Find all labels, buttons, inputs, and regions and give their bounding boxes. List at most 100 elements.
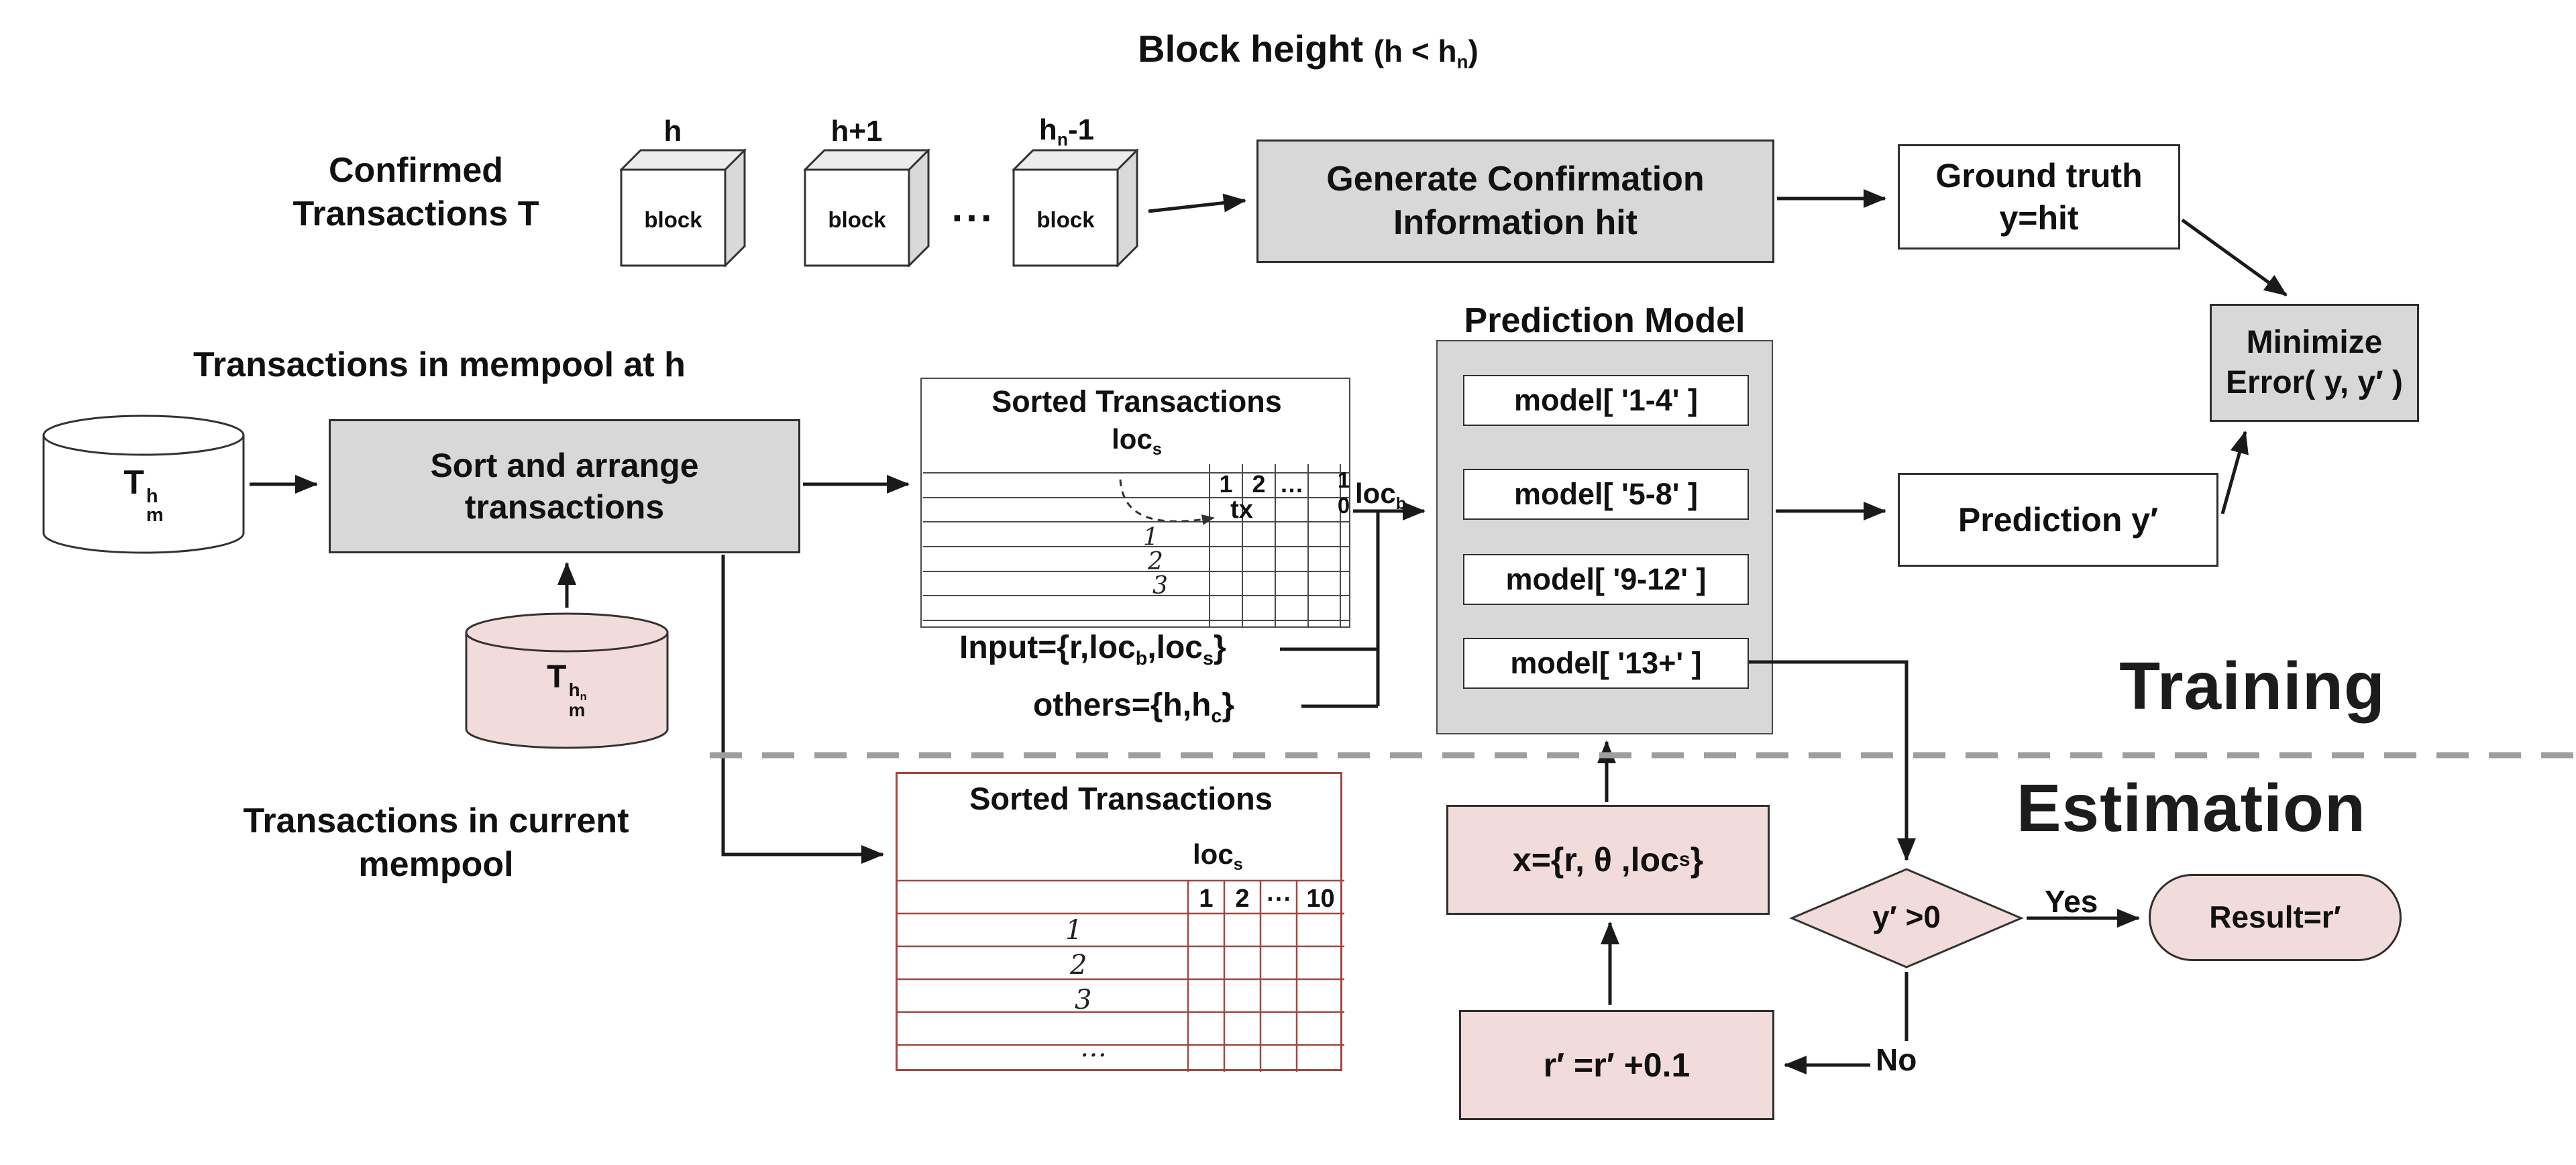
cube3-label-post: -1 bbox=[1067, 113, 1095, 146]
confirmed-transactions-label: Confirmed Transactions T bbox=[255, 149, 577, 236]
current-mempool-label: Transactions in current mempool bbox=[161, 799, 711, 887]
tx-dashed-arrow bbox=[1119, 479, 1215, 525]
cylw-base: T bbox=[123, 463, 144, 501]
cylw-sub: m bbox=[146, 504, 164, 526]
locs-base: loc bbox=[1193, 838, 1234, 870]
table-top-col-10-top: 1 bbox=[1337, 467, 1350, 492]
prediction-y-box: Prediction y′ bbox=[1898, 473, 2218, 567]
sort-arrange-box: Sort and arrange transactions bbox=[329, 419, 800, 553]
cylinder-body bbox=[465, 632, 669, 749]
cylinder-top bbox=[465, 612, 669, 653]
current-mempool-line2: mempool bbox=[358, 845, 514, 884]
blocks-ellipsis: ... bbox=[951, 185, 996, 230]
block-cube-3 bbox=[1012, 149, 1138, 267]
input-sub2: s bbox=[1203, 648, 1214, 670]
block-cube-2 bbox=[804, 149, 930, 267]
training-section-label: Training bbox=[2119, 649, 2385, 724]
table-top-tx-label: tx bbox=[1230, 496, 1253, 524]
xbox-p2: } bbox=[1690, 840, 1704, 879]
r-increment-box: r′ =r′ +0.1 bbox=[1459, 1010, 1774, 1120]
confirmed-line2: Transactions T bbox=[292, 195, 539, 233]
title-main: Block height bbox=[1138, 27, 1374, 70]
model-row-2: model[ '5-8' ] bbox=[1463, 469, 1749, 520]
table-bottom-title: Sorted Transactions bbox=[969, 781, 1273, 816]
block-cube-1 bbox=[620, 149, 746, 267]
input-sub1: b bbox=[1135, 648, 1148, 670]
table-bottom-row-1: 1 bbox=[1065, 915, 1083, 946]
cube-side bbox=[1116, 149, 1138, 267]
locs-base: loc bbox=[1112, 423, 1152, 455]
ground-truth-box: Ground truth y=hit bbox=[1898, 144, 2180, 249]
yes-label: Yes bbox=[2045, 884, 2098, 919]
table-bottom-col-1: 1 bbox=[1199, 885, 1214, 913]
table-top-title: Sorted Transactions bbox=[991, 384, 1282, 419]
sort-line2: transactions bbox=[464, 488, 665, 526]
xbox-sub: s bbox=[1678, 848, 1690, 871]
table-grid bbox=[898, 879, 1344, 1072]
cube-side bbox=[908, 149, 930, 267]
input-p3: } bbox=[1214, 630, 1226, 665]
cube3-label-sub: n bbox=[1057, 129, 1068, 150]
table-top-row-3: 3 bbox=[1152, 572, 1168, 600]
sorted-transactions-table-top: Sorted Transactions locs 1 2 … 1 0 1 2 3… bbox=[920, 378, 1350, 628]
white-cylinder bbox=[42, 414, 245, 554]
cylp-sub: m bbox=[568, 700, 586, 721]
table-top-locs-label: locs bbox=[922, 422, 1352, 460]
cube2-height-label: h+1 bbox=[830, 115, 883, 148]
table-bottom-locs-label: locs bbox=[1193, 837, 1243, 875]
cylw-sup: h bbox=[146, 486, 158, 508]
diamond-label: y′ >0 bbox=[1872, 899, 1941, 934]
cube-front bbox=[620, 168, 727, 267]
cylp-sup-h: h bbox=[568, 679, 580, 700]
cube-top bbox=[804, 149, 930, 171]
model-row-1: model[ '1-4' ] bbox=[1463, 375, 1749, 426]
model-row-4: model[ '13+' ] bbox=[1463, 638, 1749, 689]
table-top-col-2: 2 bbox=[1252, 470, 1266, 498]
prediction-model-box: model[ '1-4' ] model[ '5-8' ] model[ '9-… bbox=[1436, 340, 1773, 734]
sort-line1: Sort and arrange bbox=[430, 446, 699, 484]
cube3-label-pre: h bbox=[1038, 113, 1057, 146]
sorted-transactions-table-bottom: Sorted Transactions locs 1 2 ⋯ 10 1 2 3 … bbox=[896, 772, 1344, 1072]
pink-cylinder bbox=[465, 612, 669, 749]
ground-truth-line2: y=hit bbox=[1999, 199, 2079, 237]
cylp-base: T bbox=[547, 659, 567, 695]
table-top-row-1: 1 bbox=[1143, 524, 1159, 551]
model-row-3: model[ '9-12' ] bbox=[1463, 554, 1749, 605]
locs-sub: s bbox=[1233, 854, 1243, 874]
cube-top bbox=[1012, 149, 1138, 171]
cube-front bbox=[1012, 168, 1119, 267]
cube-top bbox=[620, 149, 746, 171]
locb-sub: b bbox=[1395, 494, 1407, 513]
table-bottom-col-dots: ⋯ bbox=[1266, 885, 1291, 913]
cylinder-body bbox=[42, 435, 245, 554]
minimize-line1: Minimize bbox=[2246, 325, 2383, 360]
table-bottom-col-2: 2 bbox=[1235, 885, 1250, 913]
arrow-sort-to-bottomtable bbox=[721, 555, 884, 864]
mempool-at-h-label: Transactions in mempool at h bbox=[193, 345, 686, 384]
others-label: others={h,hc} bbox=[1033, 685, 1234, 729]
title-paren-sub: n bbox=[1456, 51, 1468, 72]
generate-line2: Information hit bbox=[1393, 203, 1638, 242]
table-top-col-10-bottom: 0 bbox=[1337, 493, 1350, 518]
page-title: Block height (h < hn) bbox=[939, 25, 1677, 74]
input-p2: ,loc bbox=[1147, 630, 1203, 665]
cube-side bbox=[724, 149, 746, 267]
generate-confirmation-box: Generate Confirmation Information hit bbox=[1256, 140, 1774, 263]
generate-line1: Generate Confirmation bbox=[1326, 160, 1705, 199]
cube3-block-text: block bbox=[1036, 207, 1095, 232]
no-label: No bbox=[1870, 1041, 1923, 1080]
estimation-section-label: Estimation bbox=[2016, 771, 2366, 846]
title-paren-post: ) bbox=[1468, 34, 1479, 68]
prediction-model-label: Prediction Model bbox=[1464, 301, 1746, 340]
cube1-height-label: h bbox=[663, 115, 682, 148]
others-sub1: c bbox=[1211, 706, 1222, 728]
title-paren: (h < hn) bbox=[1374, 34, 1479, 72]
table-bottom-row-2: 2 bbox=[1070, 950, 1087, 981]
table-top-col-1: 1 bbox=[1219, 470, 1233, 498]
others-p1: others={h,h bbox=[1033, 687, 1212, 723]
xbox-p1: x={r, θ ,loc bbox=[1512, 840, 1679, 879]
cylp-sup: hn bbox=[568, 679, 587, 702]
